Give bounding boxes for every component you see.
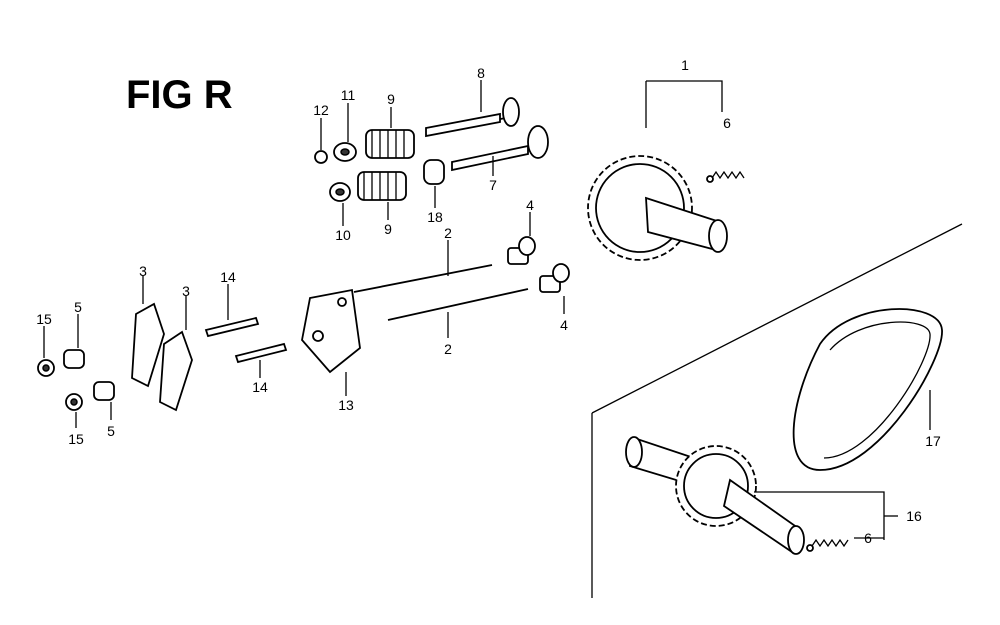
- callout-9-upper: 9: [387, 91, 395, 107]
- part-9-valve-spring-upper: [365, 107, 415, 159]
- part-6-spring-upper: [706, 170, 745, 183]
- callout-13: 13: [338, 397, 354, 413]
- callout-16: 16: [906, 508, 922, 524]
- callout-6-lower: 6: [864, 530, 872, 546]
- part-7-intake-valve: [451, 125, 549, 176]
- callout-3-right: 3: [182, 283, 190, 299]
- callout-5-lower: 5: [107, 423, 115, 439]
- callout-7: 7: [489, 177, 497, 193]
- callout-14-lower: 14: [252, 379, 268, 395]
- part-8-exhaust-valve: [425, 80, 520, 138]
- callout-15-upper: 15: [36, 311, 52, 327]
- part-5-pivot-upper: [63, 314, 85, 369]
- part-17-timing-chain: [792, 308, 943, 471]
- part-14-rocker-stud-lower: [234, 342, 288, 378]
- part-2-push-rod-upper: [353, 240, 493, 293]
- callout-17: 17: [925, 433, 941, 449]
- callout-1: 1: [681, 57, 689, 73]
- part-1-camshaft: [587, 80, 728, 261]
- part-9-valve-spring-lower: [357, 171, 407, 220]
- part-3-rocker-arm-right: [159, 296, 193, 412]
- part-5-pivot-lower: [93, 381, 115, 420]
- callout-18: 18: [427, 209, 443, 225]
- callout-14-upper: 14: [220, 269, 236, 285]
- part-14-rocker-stud-upper: [204, 284, 260, 338]
- callout-2-lower: 2: [444, 341, 452, 357]
- part-15-nut-lower: [65, 393, 83, 428]
- callout-9-lower: 9: [384, 221, 392, 237]
- callout-4-upper: 4: [526, 197, 534, 213]
- callout-6-upper: 6: [723, 115, 731, 131]
- callout-11: 11: [341, 87, 356, 103]
- part-4-lifter-lower: [539, 263, 570, 314]
- part-15-nut-upper: [37, 326, 55, 377]
- callout-15-lower: 15: [68, 431, 84, 447]
- part-18-valve-seal: [423, 159, 445, 208]
- part-3-rocker-arm-left: [131, 276, 165, 388]
- part-12-retainer: [314, 118, 328, 164]
- figure-title: FIG R: [126, 73, 233, 117]
- callout-4-lower: 4: [560, 317, 568, 333]
- inset-frame: [591, 223, 963, 598]
- callout-12: 12: [313, 102, 329, 118]
- part-6-spring-lower: [806, 538, 849, 552]
- part-2-push-rod-lower: [387, 288, 529, 338]
- callout-2-upper: 2: [444, 225, 452, 241]
- part-4-lifter-upper: [507, 212, 536, 265]
- part-13-guide-plate: [301, 288, 361, 396]
- part-11-retainer: [333, 103, 357, 162]
- callout-5-upper: 5: [74, 299, 82, 315]
- callout-8: 8: [477, 65, 485, 81]
- part-16-camshaft-assembly: [625, 436, 898, 555]
- callout-3-left: 3: [139, 263, 147, 279]
- part-10-retainer: [329, 182, 351, 226]
- callout-10: 10: [335, 227, 351, 243]
